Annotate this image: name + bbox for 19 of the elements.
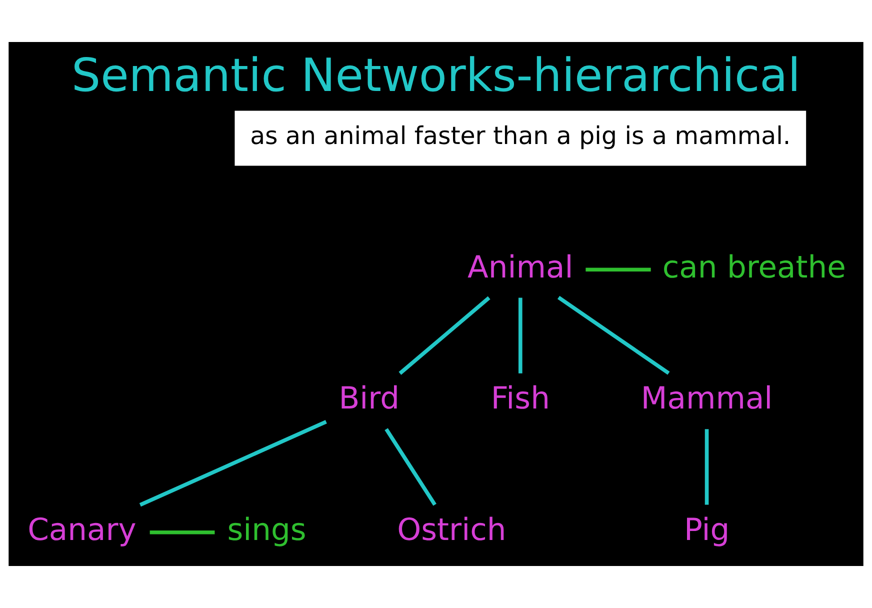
node-text: Fish <box>490 382 550 417</box>
connector <box>139 420 327 507</box>
node-text: can breathe <box>662 250 846 286</box>
node-text: Pig <box>684 513 730 548</box>
connector <box>518 298 522 374</box>
node-text: Bird <box>338 382 400 417</box>
node-text: Animal <box>468 250 574 286</box>
diagram-title: Semantic Networks-hierarchical <box>72 48 800 102</box>
node-text: Mammal <box>640 382 773 417</box>
connector <box>150 530 215 534</box>
node-text: Canary <box>28 513 136 548</box>
connector <box>704 429 709 505</box>
node-text: sings <box>227 513 306 548</box>
connector <box>384 428 436 506</box>
connector <box>398 296 490 375</box>
node-text: Ostrich <box>397 513 506 548</box>
connector <box>557 296 670 375</box>
label: as an animal faster than a pig is a mammal. <box>250 121 791 150</box>
connector <box>586 268 651 272</box>
